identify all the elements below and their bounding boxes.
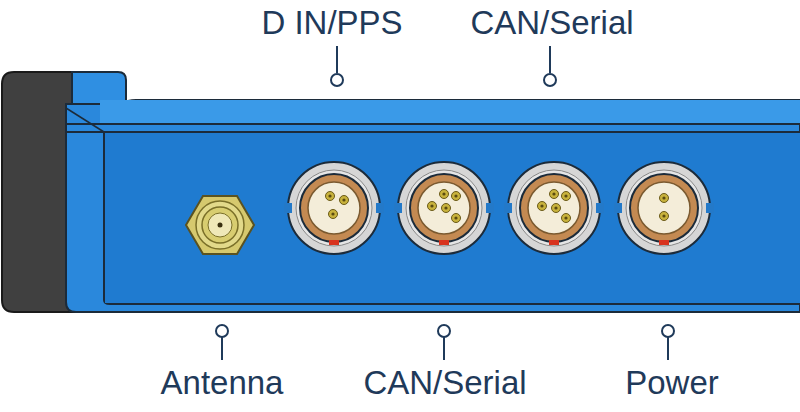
callout-label: CAN/Serial bbox=[470, 4, 633, 42]
bevel bbox=[66, 108, 104, 132]
front-panel-edge bbox=[104, 132, 800, 304]
top-tab bbox=[72, 72, 126, 104]
top-rail bbox=[100, 100, 800, 124]
leader-lines bbox=[216, 46, 674, 360]
rail-edge bbox=[66, 123, 800, 125]
callout-label: D IN/PPS bbox=[261, 4, 402, 42]
device-body bbox=[66, 100, 800, 312]
callout-label: Power bbox=[625, 364, 719, 402]
front-panel bbox=[105, 133, 800, 303]
antenna-connector bbox=[186, 196, 254, 254]
callout-label: Antenna bbox=[161, 364, 284, 402]
callout-label: CAN/Serial bbox=[363, 364, 526, 402]
rail-edge bbox=[66, 131, 800, 133]
